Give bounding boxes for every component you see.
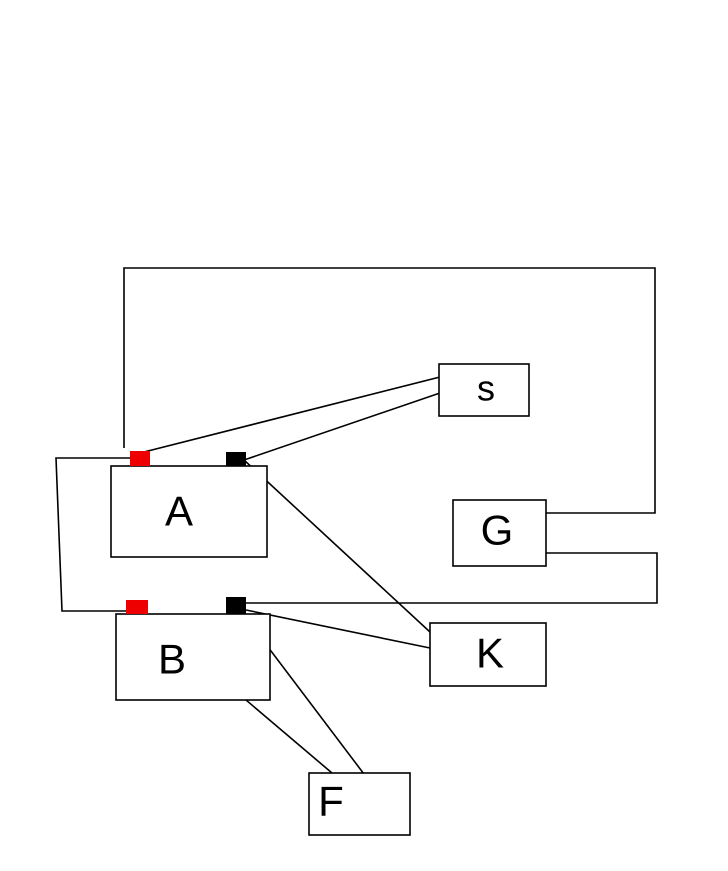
- node-b-box: [115, 613, 271, 701]
- node-s: s: [438, 363, 530, 417]
- terminal-a-positive: [130, 451, 150, 466]
- node-a: A: [110, 465, 268, 558]
- terminal-a-negative: [226, 452, 246, 466]
- wire-a-neg-to-k: [243, 459, 431, 633]
- wire-a-pos-to-b-pos: [55, 457, 130, 612]
- node-g-box: [452, 499, 547, 567]
- wire-b-neg-to-k: [245, 609, 431, 649]
- wire-a-neg-to-s: [243, 392, 441, 461]
- terminal-b-negative: [226, 597, 246, 614]
- node-b-label: B: [158, 636, 186, 683]
- node-a-box: [110, 465, 268, 558]
- node-k-label: K: [476, 630, 504, 677]
- node-k: K: [429, 622, 547, 687]
- node-b: B: [115, 613, 271, 701]
- terminals: [126, 451, 246, 614]
- terminal-b-positive: [126, 600, 148, 614]
- wire-a-pos-to-s: [139, 376, 441, 454]
- node-g-label: G: [481, 507, 514, 554]
- node-f: F: [308, 772, 411, 836]
- node-g: G: [452, 499, 547, 567]
- wire-a-pos-to-g-top: [123, 267, 656, 514]
- node-k-box: [429, 622, 547, 687]
- node-s-label: s: [477, 368, 495, 409]
- wire-g-bottom-to-b-neg: [246, 552, 658, 604]
- node-a-label: A: [165, 488, 193, 535]
- wires: [55, 267, 658, 783]
- node-f-box: [308, 772, 411, 836]
- node-s-box: [438, 363, 530, 417]
- node-f-label: F: [318, 778, 344, 825]
